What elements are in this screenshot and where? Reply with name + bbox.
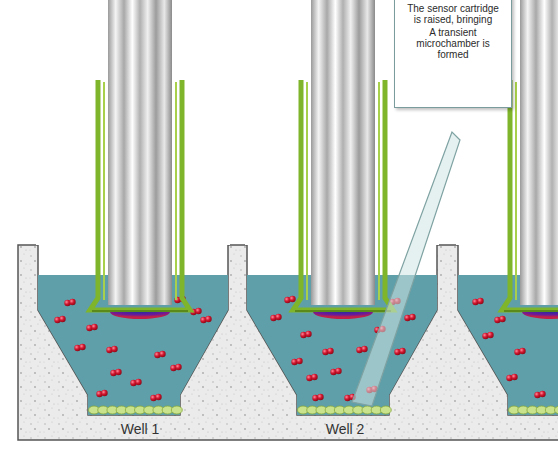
- suspended-cell: [330, 368, 341, 375]
- suspended-cell: [150, 394, 161, 401]
- sensor-probe: [293, 0, 393, 319]
- suspended-cell: [106, 346, 117, 353]
- suspended-cell: [270, 314, 281, 321]
- suspended-cell: [86, 324, 97, 331]
- callout-leader: [352, 132, 460, 406]
- suspended-cell: [472, 298, 483, 305]
- suspended-cell: [64, 299, 75, 306]
- suspended-cell: [322, 348, 333, 355]
- well-label: Well 2: [326, 421, 365, 437]
- well-label: Well 1: [121, 421, 160, 437]
- suspended-cell: [291, 358, 302, 365]
- suspended-cell: [394, 348, 405, 355]
- suspended-cell: [130, 379, 141, 386]
- adherent-cell: [380, 406, 391, 414]
- suspended-cell: [74, 344, 85, 351]
- suspended-cell: [300, 331, 311, 338]
- suspended-cell: [284, 296, 295, 303]
- suspended-cell: [54, 316, 65, 323]
- suspended-cell: [110, 369, 121, 376]
- suspended-cell: [534, 391, 545, 398]
- suspended-cell: [96, 390, 107, 397]
- suspended-cell: [514, 348, 525, 355]
- suspended-cell: [506, 374, 517, 381]
- suspended-cell: [312, 394, 323, 401]
- sensor-probe: [90, 0, 190, 319]
- callout-text: The sensor cartridge is raised, bringing: [403, 3, 503, 25]
- suspended-cell: [306, 374, 317, 381]
- suspended-cell: [170, 364, 181, 371]
- suspended-cell: [404, 314, 415, 321]
- adherent-cell: [171, 406, 182, 414]
- suspended-cell: [154, 351, 165, 358]
- suspended-cell: [494, 316, 505, 323]
- suspended-cell: [356, 346, 367, 353]
- callout-box: The sensor cartridge is raised, bringing…: [394, 0, 512, 108]
- adherent-cell: [555, 406, 558, 414]
- callout-text: A transient microchamber is formed: [403, 27, 503, 60]
- suspended-cell: [200, 316, 211, 323]
- suspended-cell: [482, 332, 493, 339]
